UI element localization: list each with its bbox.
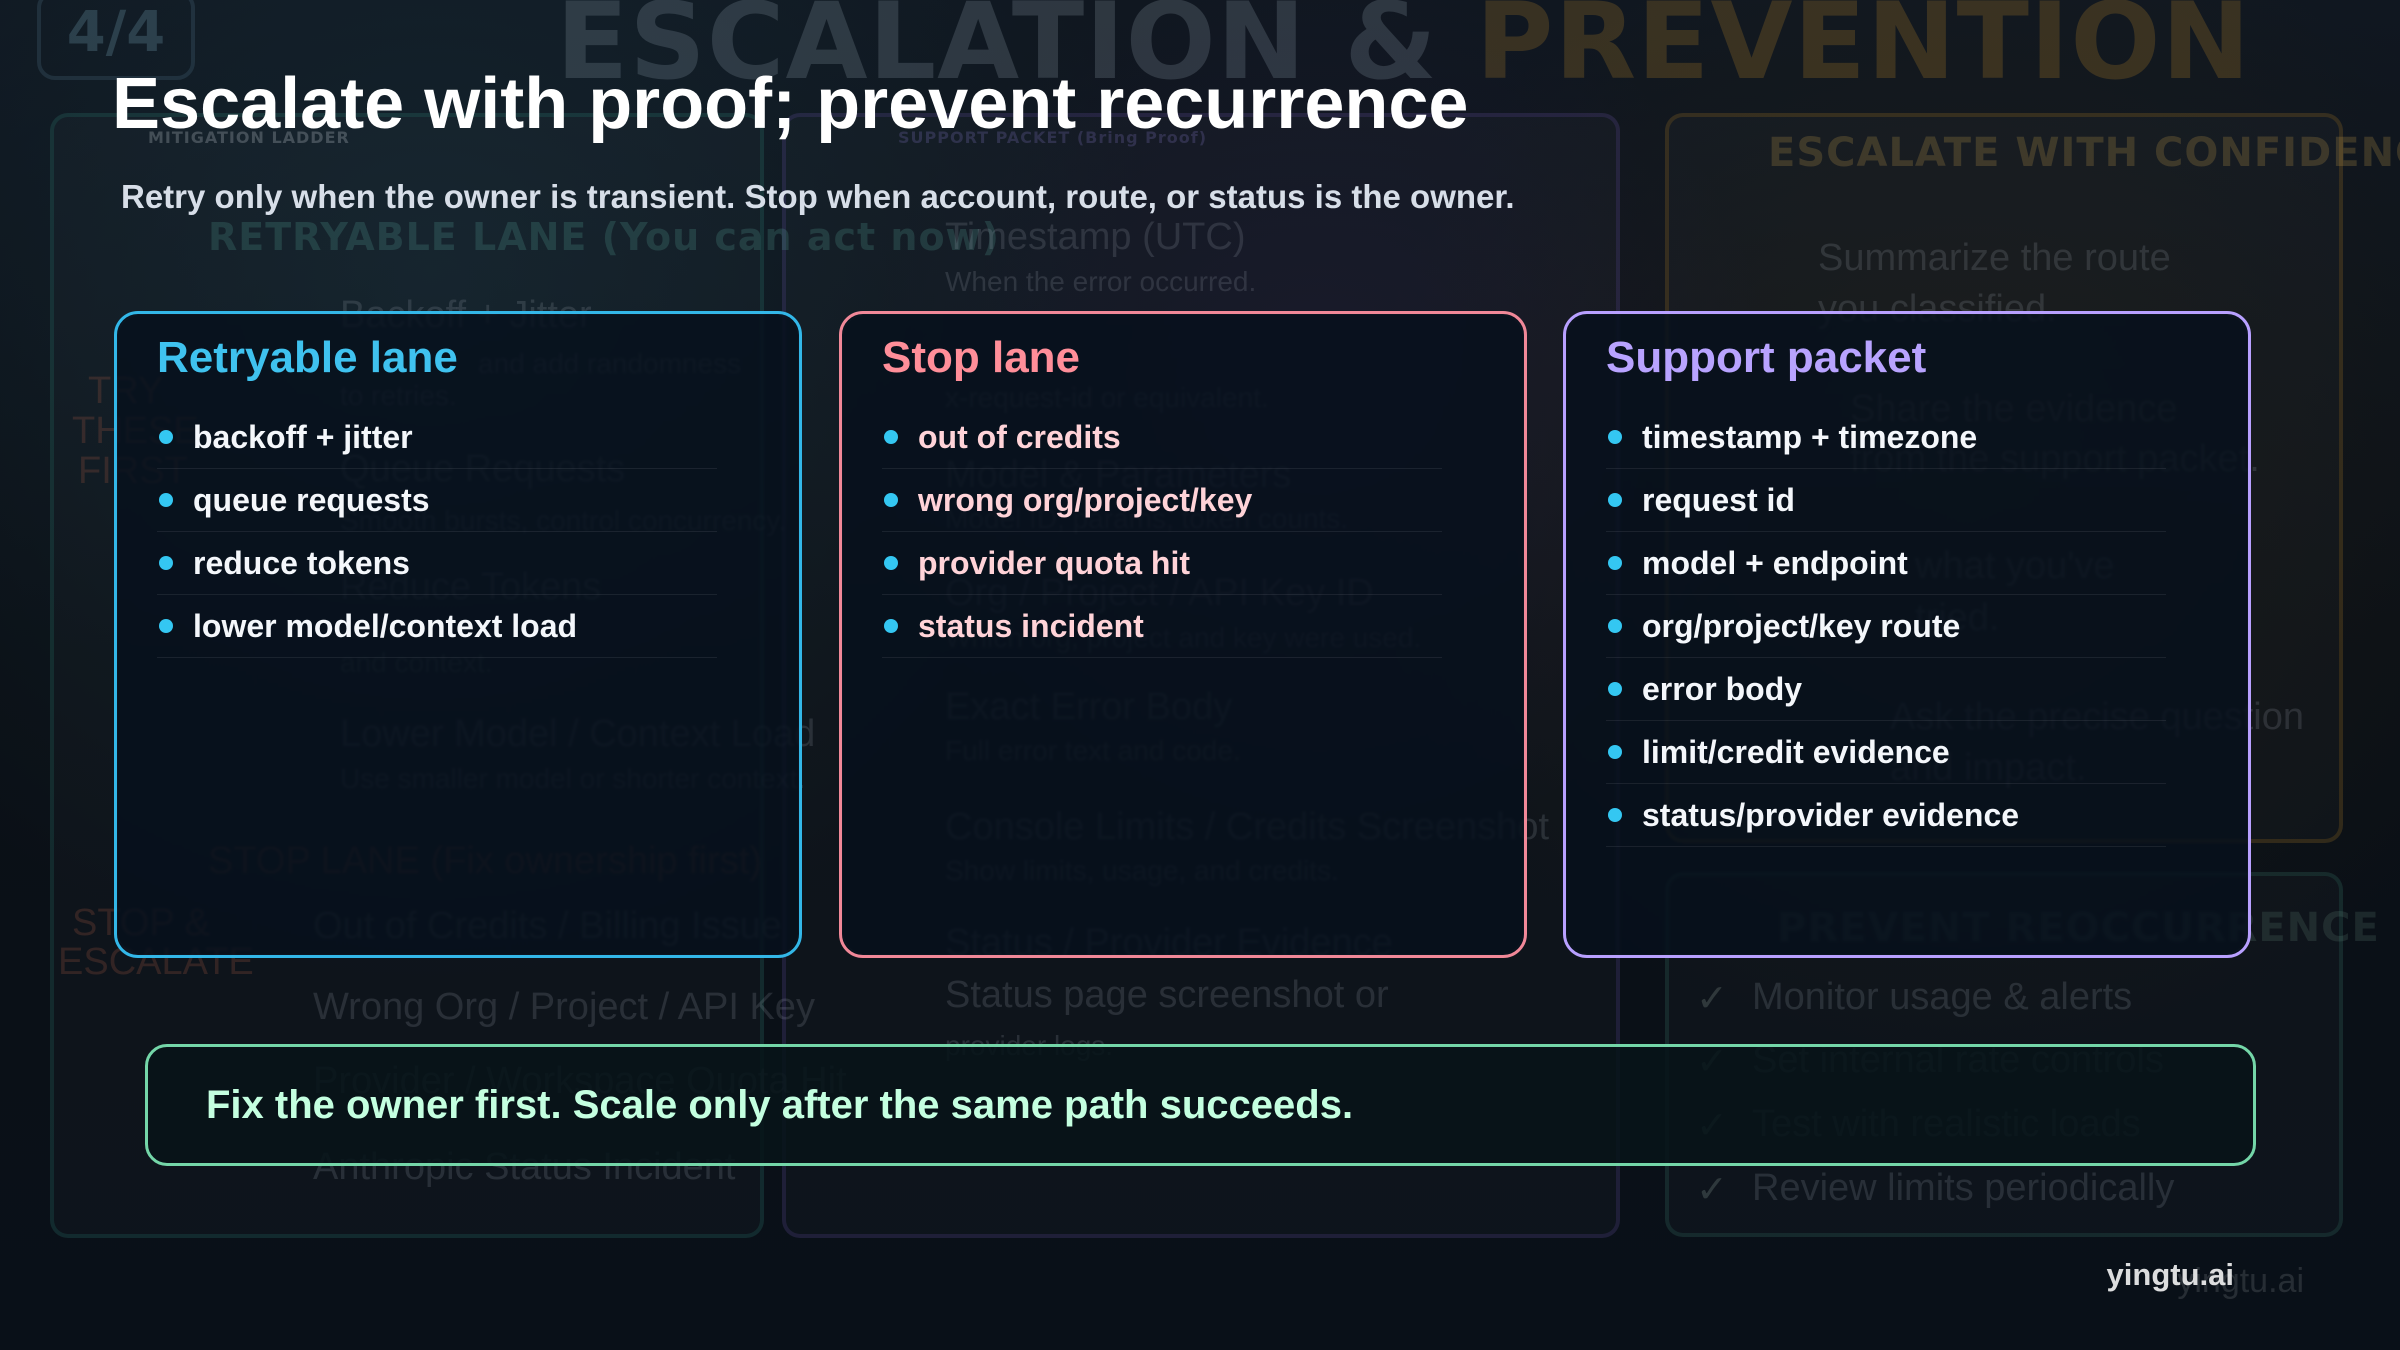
support-item-text-5: error body: [1642, 670, 1803, 707]
support-item-text-4: org/project/key route: [1642, 607, 1961, 644]
stop-item-text-2: wrong org/project/key: [918, 481, 1253, 518]
support-item-text-6: limit/credit evidence: [1642, 733, 1950, 770]
footer-watermark: yingtu.ai: [2106, 1257, 2234, 1292]
bullet-icon: [884, 493, 898, 508]
bottom-callout: Fix the owner first. Scale only after th…: [145, 1044, 2256, 1166]
page-title: Escalate with proof; prevent recurrence: [112, 64, 1469, 144]
support-item-6: limit/credit evidence: [1606, 721, 2166, 785]
support-item-1: timestamp + timezone: [1606, 406, 2166, 470]
bullet-icon: [159, 619, 173, 634]
stop-lane-list: out of credits wrong org/project/key pro…: [882, 406, 1442, 659]
retryable-item-1: backoff + jitter: [157, 406, 717, 470]
page-subtitle: Retry only when the owner is transient. …: [121, 178, 1515, 215]
retryable-item-text-2: queue requests: [193, 481, 430, 518]
bullet-icon: [1608, 430, 1622, 445]
retryable-item-3: reduce tokens: [157, 532, 717, 596]
background-main-title-right: PREVENTION: [1475, 0, 2252, 103]
support-packet-title: Support packet: [1606, 333, 1927, 382]
stop-item-4: status incident: [882, 595, 1442, 659]
support-item-text-3: model + endpoint: [1642, 544, 1908, 581]
support-packet-panel: Support packet timestamp + timezone requ…: [1563, 311, 2251, 958]
bullet-icon: [159, 556, 173, 571]
stop-item-3: provider quota hit: [882, 532, 1442, 596]
stop-item-2: wrong org/project/key: [882, 469, 1442, 533]
stop-item-1: out of credits: [882, 406, 1442, 470]
retryable-lane-panel: Retryable lane backoff + jitter queue re…: [114, 311, 802, 958]
support-item-2: request id: [1606, 469, 2166, 533]
bullet-icon: [884, 430, 898, 445]
background-middle-text-1: Timestamp (UTC): [945, 216, 1246, 258]
support-packet-list: timestamp + timezone request id model + …: [1606, 406, 2166, 848]
background-check-icon-4: ✓: [1696, 1169, 1728, 1211]
bullet-icon: [159, 493, 173, 508]
background-left-subtitle: RETRYABLE LANE (You can act now): [208, 215, 1001, 259]
background-right-text-1: Summarize the route: [1818, 237, 2171, 279]
bullet-icon: [1608, 682, 1622, 697]
support-item-5: error body: [1606, 658, 2166, 722]
retryable-item-text-3: reduce tokens: [193, 544, 410, 581]
stop-item-text-3: provider quota hit: [918, 544, 1190, 581]
background-prevention-item-4: Review limits periodically: [1752, 1167, 2175, 1209]
retryable-item-text-4: lower model/context load: [193, 607, 578, 644]
bullet-icon: [159, 430, 173, 445]
stop-item-text-4: status incident: [918, 607, 1144, 644]
retryable-item-4: lower model/context load: [157, 595, 717, 659]
retryable-item-2: queue requests: [157, 469, 717, 533]
bullet-icon: [884, 556, 898, 571]
retryable-lane-title: Retryable lane: [157, 333, 458, 382]
bullet-icon: [1608, 808, 1622, 823]
background-middle-text-13: Status page screenshot or: [945, 974, 1389, 1016]
support-item-3: model + endpoint: [1606, 532, 2166, 596]
support-item-7: status/provider evidence: [1606, 784, 2166, 848]
stop-lane-panel: Stop lane out of credits wrong org/proje…: [839, 311, 1527, 958]
bullet-icon: [884, 619, 898, 634]
bullet-icon: [1608, 556, 1622, 571]
background-check-icon-1: ✓: [1696, 978, 1728, 1020]
background-prevention-item-1: Monitor usage & alerts: [1752, 976, 2133, 1018]
bullet-icon: [1608, 619, 1622, 634]
retryable-item-text-1: backoff + jitter: [193, 418, 413, 455]
support-item-text-1: timestamp + timezone: [1642, 418, 1978, 455]
stop-lane-title: Stop lane: [882, 333, 1081, 382]
support-item-text-7: status/provider evidence: [1642, 796, 2020, 833]
retryable-lane-list: backoff + jitter queue requests reduce t…: [157, 406, 717, 659]
stop-item-text-1: out of credits: [918, 418, 1121, 455]
support-item-4: org/project/key route: [1606, 595, 2166, 659]
background-right-title: ESCALATE WITH CONFIDENCE: [1768, 130, 2400, 176]
bullet-icon: [1608, 745, 1622, 760]
bottom-callout-text: Fix the owner first. Scale only after th…: [206, 1083, 1354, 1127]
background-left-text-12: Wrong Org / Project / API Key: [313, 986, 815, 1028]
support-item-text-2: request id: [1642, 481, 1795, 518]
background-middle-text-2: When the error occurred.: [945, 266, 1257, 297]
bullet-icon: [1608, 493, 1622, 508]
